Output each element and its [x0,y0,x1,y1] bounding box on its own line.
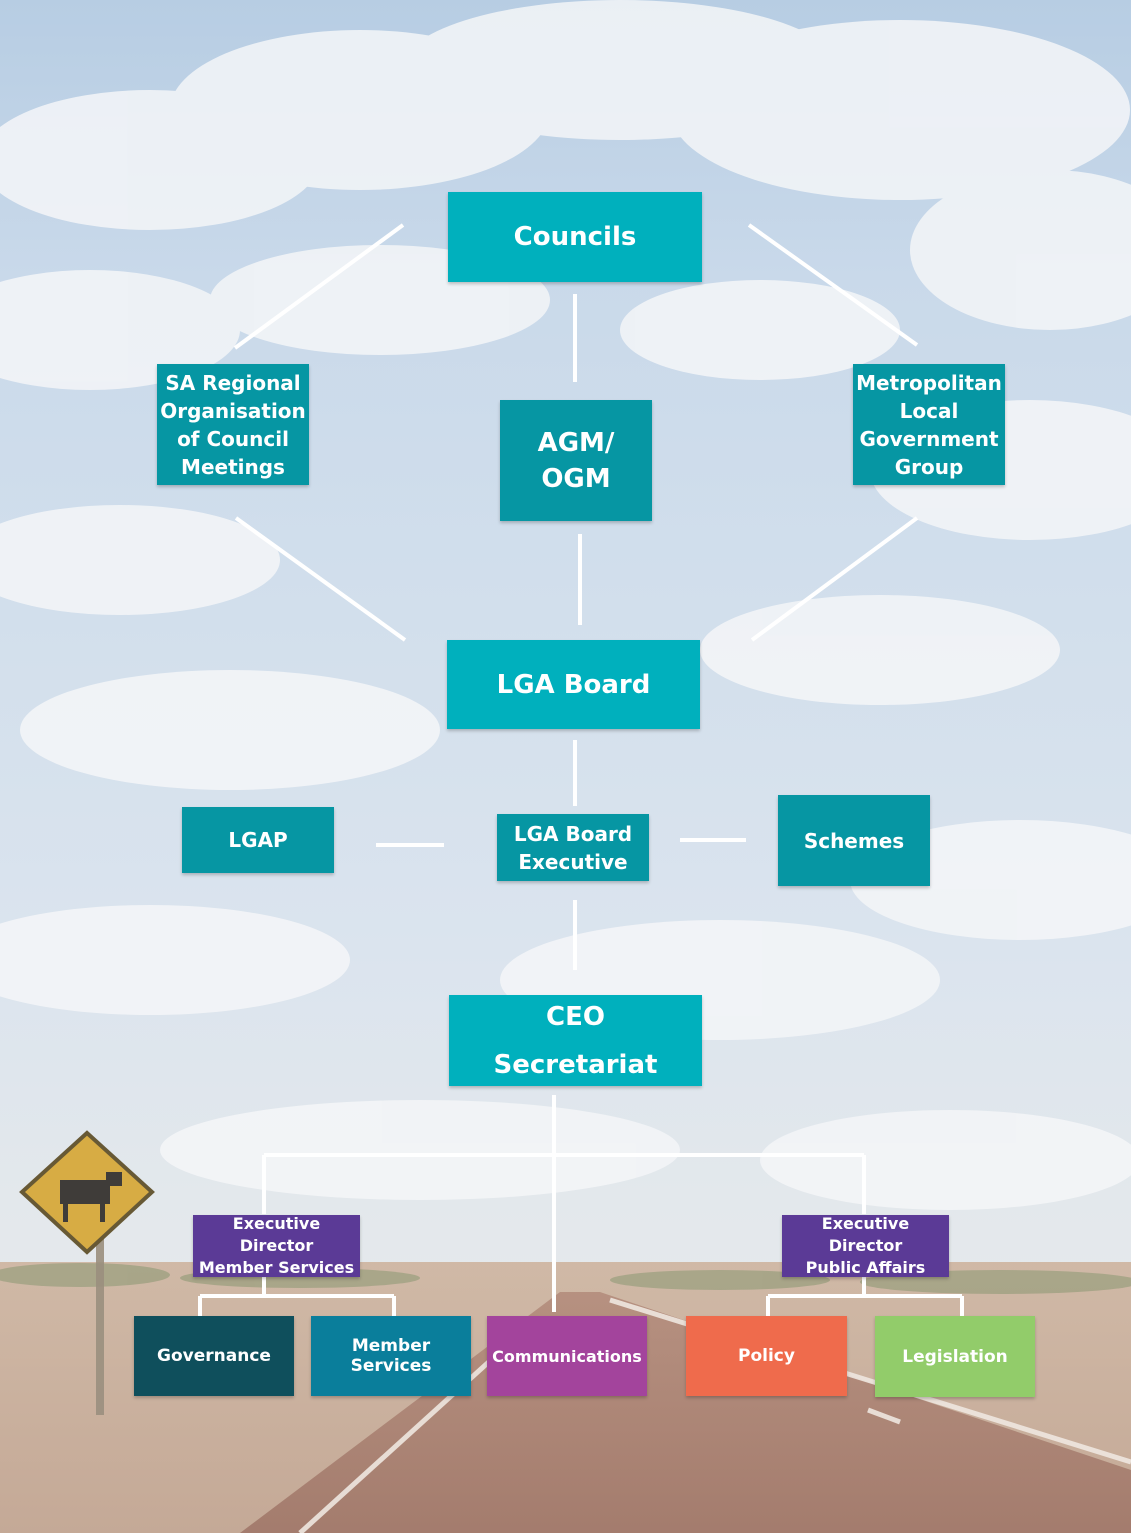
node-communications: Communications [487,1316,647,1396]
node-lgap: LGAP [182,807,334,873]
node-ceo-label: CEO [546,1001,605,1032]
node-ed-member-services-label: Executive Director Member Services [198,1214,355,1277]
node-legislation-label: Legislation [902,1346,1008,1367]
node-governance: Governance [134,1316,294,1396]
node-communications-label: Communications [492,1346,642,1366]
node-secretariat-label: Secretariat [493,1049,658,1080]
node-lgap-label: LGAP [228,828,288,852]
node-lga-board-exec: LGA Board Executive [497,814,649,881]
node-sa-regional-label: SA Regional Organisation of Council Meet… [160,370,306,479]
cattle-sign [19,1130,155,1415]
node-policy-label: Policy [738,1346,795,1366]
node-agm-ogm: AGM/ OGM [500,400,652,521]
node-legislation: Legislation [875,1316,1035,1397]
node-schemes: Schemes [778,795,930,886]
road [240,1292,1131,1533]
node-agm-ogm-label: AGM/ OGM [537,427,615,494]
node-schemes-label: Schemes [803,828,905,853]
node-metro-lgg-label: Metropolitan Local Government Group [856,370,1002,479]
node-ed-public-affairs-label: Executive Director Public Affairs [805,1214,926,1277]
node-member-services-label: Member Services [350,1336,432,1376]
node-lga-board: LGA Board [447,640,700,729]
node-policy: Policy [686,1316,847,1396]
node-sa-regional: SA Regional Organisation of Council Meet… [157,364,309,485]
node-lga-board-label: LGA Board [496,669,651,700]
node-ed-public-affairs: Executive Director Public Affairs [782,1214,949,1277]
node-ceo-secretariat: CEO Secretariat [449,995,702,1086]
node-metro-lgg: Metropolitan Local Government Group [853,364,1005,485]
node-member-services: Member Services [311,1316,471,1396]
node-councils-label: Councils [513,222,637,252]
node-lga-board-exec-label: LGA Board Executive [513,821,633,874]
node-governance-label: Governance [157,1346,271,1366]
node-councils: Councils [448,192,702,282]
node-ed-member-services: Executive Director Member Services [193,1214,360,1277]
